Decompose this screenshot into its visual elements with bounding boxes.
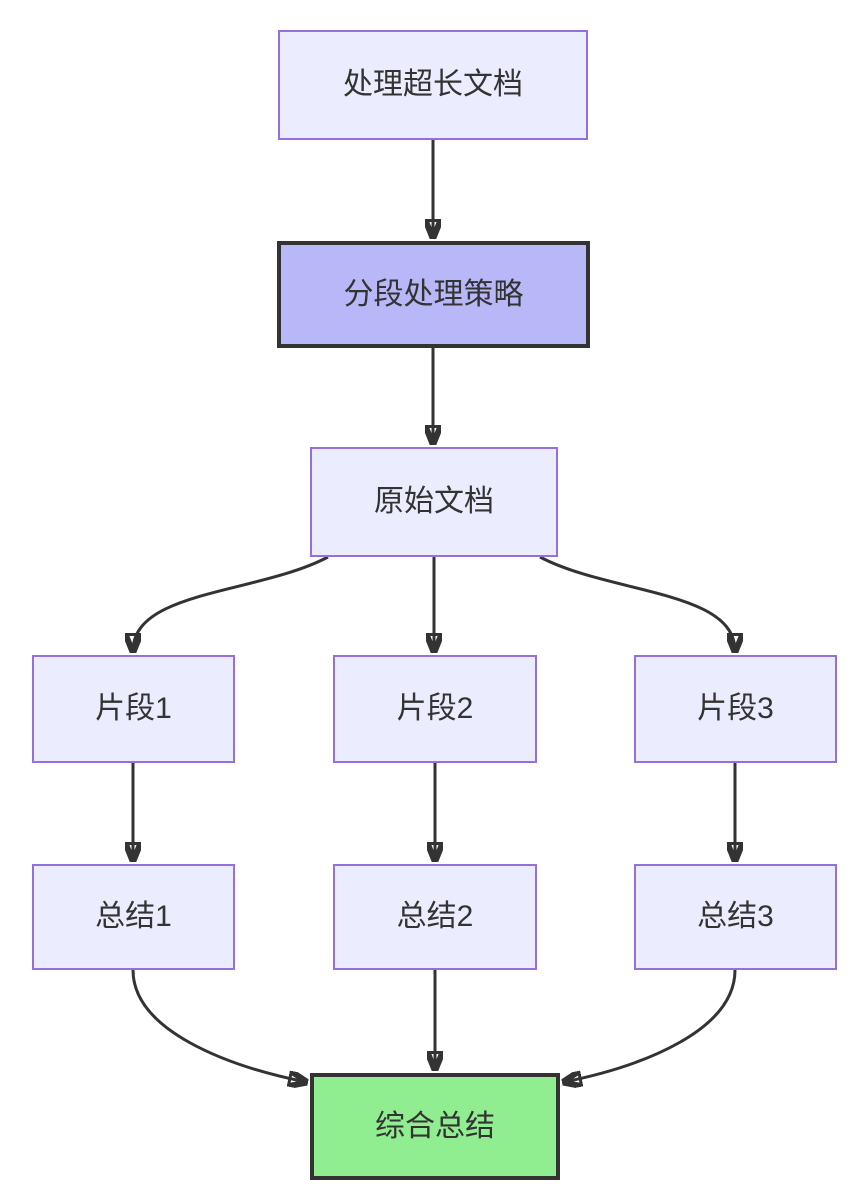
node-strategy: 分段处理策略 (277, 241, 590, 348)
node-chunk3: 片段3 (634, 655, 837, 763)
node-summary3: 总结3 (634, 864, 837, 970)
node-original-label: 原始文档 (374, 485, 494, 518)
node-summary1-label: 总结1 (95, 900, 172, 933)
edge-original-to-chunk1 (133, 555, 329, 651)
node-summary1: 总结1 (32, 864, 235, 970)
edge-summary1-to-final (131, 969, 306, 1082)
node-summary2-label: 总结2 (396, 900, 474, 933)
node-doc-label: 处理超长文档 (343, 68, 523, 101)
node-summary3-label: 总结3 (697, 900, 774, 933)
node-final: 综合总结 (310, 1073, 560, 1180)
node-strategy-label: 分段处理策略 (343, 277, 524, 311)
edge-summary3-to-final (564, 969, 737, 1082)
node-chunk2-label: 片段2 (396, 692, 474, 725)
node-chunk1: 片段1 (32, 655, 235, 763)
node-chunk3-label: 片段3 (697, 692, 774, 725)
node-final-label: 综合总结 (375, 1109, 495, 1143)
node-original: 原始文档 (310, 447, 558, 557)
edge-original-to-chunk3 (539, 555, 735, 651)
node-chunk2: 片段2 (333, 655, 537, 763)
node-doc: 处理超长文档 (278, 30, 588, 140)
node-chunk1-label: 片段1 (95, 692, 172, 725)
node-summary2: 总结2 (333, 864, 537, 970)
